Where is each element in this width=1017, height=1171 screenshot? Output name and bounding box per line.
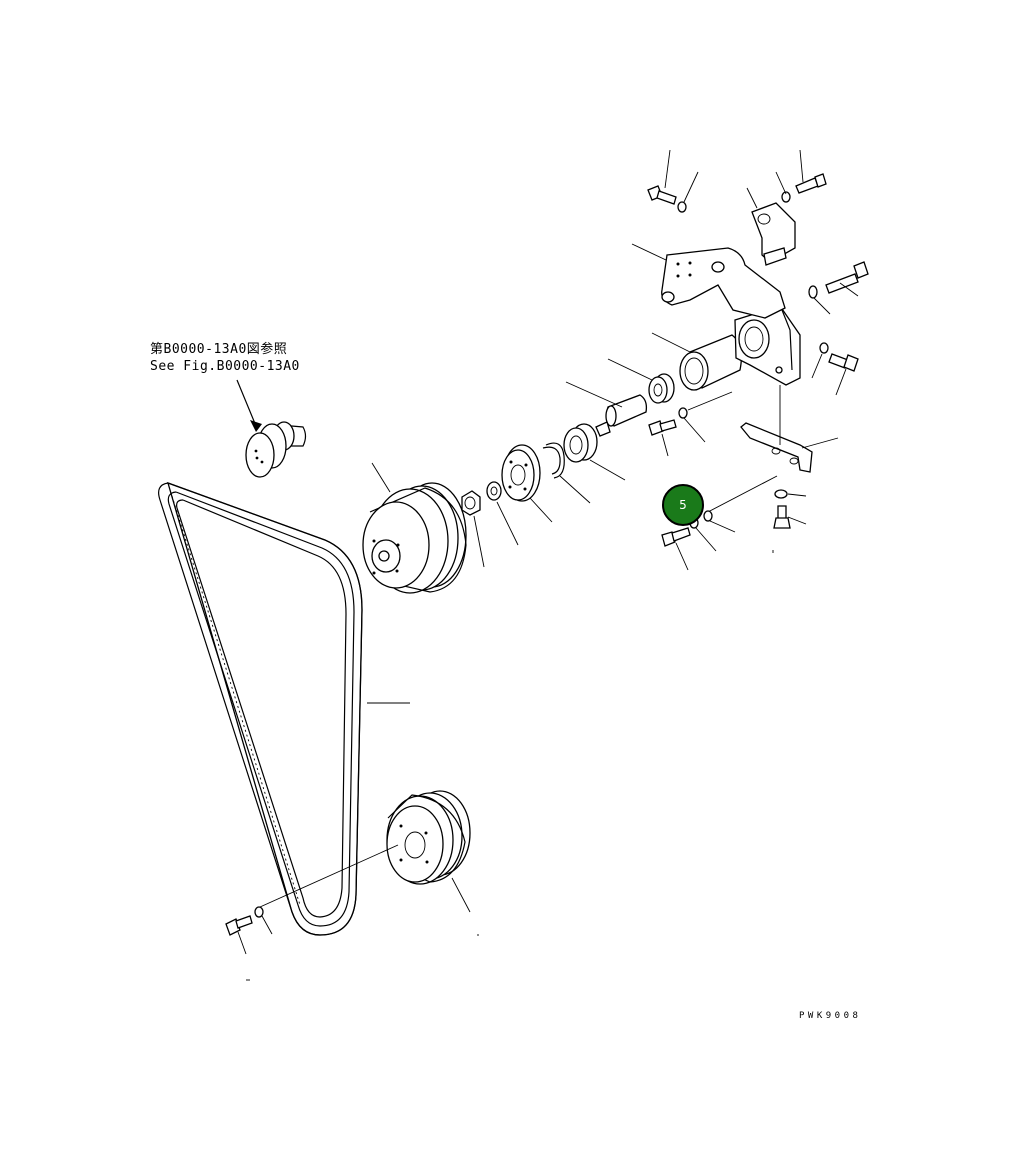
washer-top-right-leader bbox=[775, 171, 787, 195]
washer bbox=[486, 481, 502, 501]
adjusting-bracket-leader bbox=[801, 437, 839, 449]
bolt-top-left-leader bbox=[664, 149, 671, 189]
washer-center-leader bbox=[683, 417, 706, 443]
washer-crank-leader bbox=[261, 915, 273, 935]
washer-top-left-leader bbox=[683, 171, 699, 203]
fan-pulley bbox=[362, 482, 467, 594]
idler-housing bbox=[734, 305, 801, 386]
crank-pulley bbox=[386, 790, 471, 885]
bolt-right-long bbox=[825, 261, 869, 294]
washer-center bbox=[678, 407, 688, 419]
bearing-rear-leader bbox=[607, 358, 653, 381]
shaft-leader bbox=[565, 381, 623, 408]
reference-arrow bbox=[236, 379, 257, 427]
washer-lower-right-leader bbox=[787, 493, 807, 497]
reference-note-jp: 第B0000-13A0図参照 bbox=[150, 342, 288, 357]
washer-lower-left-leader bbox=[695, 527, 717, 552]
bolt-right-short-leader bbox=[835, 368, 847, 396]
crank-pulley-leader bbox=[451, 877, 471, 913]
washer-leader bbox=[496, 501, 519, 546]
reference-note: 第B0000-13A0図参照 See Fig.B0000-13A0 bbox=[150, 341, 300, 375]
snap-ring-leader bbox=[559, 475, 591, 504]
bolt-lower-right bbox=[773, 505, 791, 529]
callout-axis-line bbox=[705, 475, 778, 514]
bolt-right-long-leader bbox=[839, 282, 859, 297]
washer-right-upper bbox=[808, 285, 818, 299]
washer-crank bbox=[254, 906, 264, 918]
plate-leader bbox=[631, 243, 667, 261]
washer-right-upper-leader bbox=[813, 297, 831, 315]
flange-leader bbox=[529, 497, 553, 523]
bolt-lower-left bbox=[661, 527, 691, 547]
bearing-rear bbox=[648, 373, 675, 404]
adjusting-bracket bbox=[740, 422, 813, 473]
washer-right-lower bbox=[819, 342, 829, 354]
top-bracket-leader bbox=[746, 187, 758, 209]
bolt-lower-right-leader bbox=[787, 516, 807, 525]
callout-label: 5 bbox=[679, 498, 687, 512]
snap-ring bbox=[545, 442, 565, 479]
idler-shaft bbox=[595, 394, 648, 437]
tension-sleeve bbox=[679, 334, 743, 391]
hub-flange bbox=[501, 444, 541, 502]
bolt-top-right bbox=[795, 173, 827, 194]
washer-top-right bbox=[781, 191, 791, 203]
fan-pulley-leader bbox=[371, 462, 391, 493]
reference-arrowhead bbox=[250, 420, 262, 432]
v-belt bbox=[158, 481, 363, 936]
assembly-axis-line bbox=[687, 391, 733, 411]
bearing-front-leader bbox=[589, 459, 626, 481]
top-bracket bbox=[751, 202, 796, 266]
washer-top-left bbox=[677, 201, 687, 213]
figure-code: PWK9008 bbox=[799, 1011, 862, 1021]
bolt-top-right-leader bbox=[799, 149, 804, 183]
washer-lower-right bbox=[774, 489, 788, 499]
nut-leader bbox=[473, 515, 485, 568]
bearing-front bbox=[563, 423, 598, 463]
washer-callout bbox=[703, 510, 713, 522]
washer-callout-leader bbox=[709, 520, 736, 533]
bolt-crank bbox=[225, 915, 253, 936]
nut bbox=[461, 490, 481, 516]
bolt-right-short bbox=[828, 353, 859, 372]
crank-axis-line bbox=[259, 844, 399, 908]
reference-pulley bbox=[245, 421, 307, 478]
bolt-lower-left-leader bbox=[675, 542, 689, 571]
bolt-crank-leader bbox=[237, 931, 247, 955]
part-callout-5[interactable]: 5 bbox=[662, 484, 704, 526]
sleeve-leader bbox=[651, 332, 691, 353]
washer-right-lower-leader bbox=[811, 353, 823, 379]
bolt-center-leader bbox=[661, 433, 669, 457]
reference-note-en: See Fig.B0000-13A0 bbox=[150, 359, 300, 374]
bolt-center bbox=[648, 419, 677, 436]
bolt-top-left bbox=[647, 185, 677, 205]
mounting-plate bbox=[661, 247, 786, 319]
